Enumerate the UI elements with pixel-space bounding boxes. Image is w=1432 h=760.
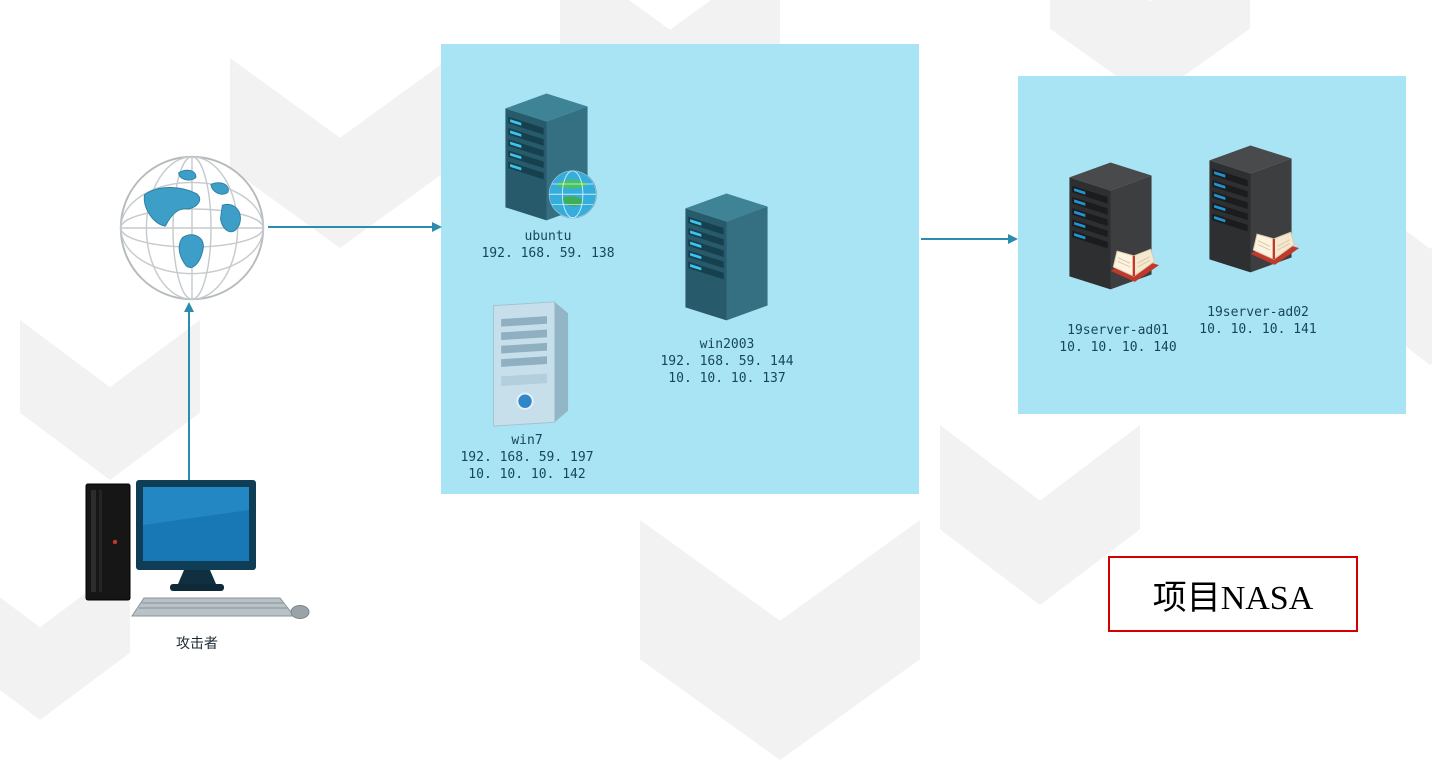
node-ad02 (1198, 138, 1303, 282)
node-ip: 10. 10. 10. 140 (1059, 340, 1177, 355)
globe-badge-icon (548, 170, 597, 219)
internet-node (116, 152, 268, 308)
node-name: 19server-ad02 (1207, 305, 1309, 320)
globe-icon (119, 155, 265, 301)
arrow-line (268, 226, 432, 228)
arrow-line (188, 312, 190, 482)
node-win2003 (674, 186, 779, 330)
node-ip: 192. 168. 59. 197 (460, 450, 594, 465)
node-name: ubuntu (524, 229, 572, 244)
server-with-book-icon (1069, 162, 1160, 290)
desktop-computer-icon (85, 480, 310, 619)
node-ip: 192. 168. 59. 138 (481, 246, 615, 261)
node-label-win7: win7 192. 168. 59. 197 10. 10. 10. 142 (442, 432, 612, 483)
node-name: 19server-ad01 (1067, 323, 1169, 338)
server-with-globe-badge-icon (505, 93, 597, 221)
node-name: win7 (511, 433, 543, 448)
node-label-ubuntu: ubuntu 192. 168. 59. 138 (463, 228, 633, 262)
arrow-head-right (1008, 234, 1018, 244)
node-ip: 10. 10. 10. 137 (668, 371, 786, 386)
node-name: win2003 (699, 337, 755, 352)
node-ubuntu (494, 86, 599, 230)
node-ad01 (1058, 155, 1163, 299)
node-label-ad02: 19server-ad02 10. 10. 10. 141 (1173, 304, 1343, 338)
attacker-label: 攻击者 (176, 636, 218, 652)
background-chevron (20, 320, 200, 480)
arrow-head-right (432, 222, 442, 232)
arrow-line (921, 238, 1008, 240)
project-title: 项目NASA (1152, 579, 1314, 617)
server-with-book-icon (1209, 145, 1300, 273)
arrow-head-up (184, 302, 194, 312)
tower-pc-icon (493, 301, 569, 427)
node-win7 (478, 298, 574, 432)
attacker-node: 攻击者 (82, 480, 312, 652)
background-chevron (640, 520, 920, 760)
project-title-box: 项目NASA (1108, 556, 1358, 632)
book-icon (1250, 231, 1300, 265)
book-icon (1110, 248, 1160, 282)
node-label-win2003: win2003 192. 168. 59. 144 10. 10. 10. 13… (642, 336, 812, 387)
node-ip: 192. 168. 59. 144 (660, 354, 794, 369)
server-icon (685, 193, 768, 321)
node-ip: 10. 10. 10. 141 (1199, 322, 1317, 337)
node-ip: 10. 10. 10. 142 (468, 467, 586, 482)
node-label-ad01: 19server-ad01 10. 10. 10. 140 (1033, 322, 1203, 356)
